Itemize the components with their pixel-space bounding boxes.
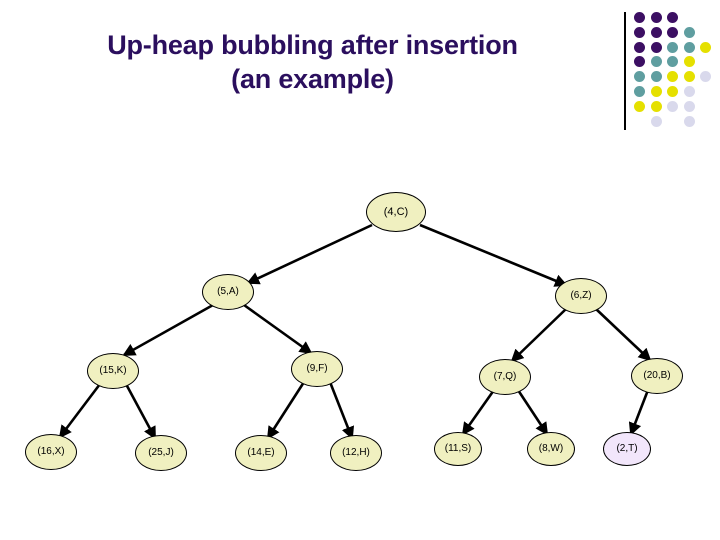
tree-node-n25J[interactable]: (25,J) [135,435,187,471]
decoration-dot [650,26,662,38]
tree-node-label: (8,W) [538,443,564,454]
tree-edge [628,389,650,436]
tree-node-n15K[interactable]: (15,K) [87,353,139,389]
tree-node-n16X[interactable]: (16,X) [25,434,77,470]
decoration-dot [683,41,695,53]
tree-node-label: (4,C) [383,206,409,218]
title-line-2: (an example) [231,64,394,94]
tree-node-label: (14,E) [247,447,275,458]
decoration-dot [700,71,711,83]
tree-node-label: (11,S) [444,443,472,454]
tree-edge [122,303,214,357]
tree-node-label: (15,K) [99,365,127,376]
tree-node-label: (6,Z) [570,290,592,301]
tree-node-label: (16,X) [37,446,65,457]
decoration-dot [667,86,678,97]
decoration-dot [634,12,645,23]
tree-node-n5A[interactable]: (5,A) [202,274,254,310]
decoration-dot [650,56,662,68]
tree-node-n2T[interactable]: (2,T) [603,432,651,466]
tree-node-n11S[interactable]: (11,S) [434,432,482,466]
decoration-dot [667,56,678,68]
tree-node-n8W[interactable]: (8,W) [527,432,575,466]
title-line-1: Up-heap bubbling after insertion [107,30,518,60]
decoration-dot [634,26,645,38]
tree-node-label: (2,T) [616,443,638,454]
tree-edge [124,383,157,440]
decoration-dot [634,100,645,112]
tree-node-n14E[interactable]: (14,E) [235,435,287,471]
tree-edge [266,381,306,440]
decoration-dot [634,56,645,68]
decoration-dot [650,86,662,97]
tree-edge [595,308,652,362]
tree-edge [58,383,102,439]
tree-node-n12H[interactable]: (12,H) [330,435,382,471]
tree-node-n7Q[interactable]: (7,Q) [479,359,531,395]
tree-node-label: (7,Q) [493,371,517,382]
tree-node-root[interactable]: (4,C) [366,192,426,232]
decoration-dot [683,26,695,38]
decoration-dot [667,41,678,53]
decoration-dot [667,26,678,38]
decoration-dot [634,86,645,97]
tree-edge [516,389,549,436]
decoration-dot [683,56,695,68]
decoration-dot [683,115,695,127]
tree-edge [510,308,567,363]
tree-edge [461,389,496,436]
decoration-dot [683,86,695,97]
decoration-dot [683,100,695,112]
decoration-dot [650,115,662,127]
tree-node-n6Z[interactable]: (6,Z) [555,278,607,314]
decoration-dot [650,12,662,23]
page-title: Up-heap bubbling after insertion (an exa… [40,28,585,96]
vertical-divider-line [624,12,626,130]
tree-node-label: (12,H) [342,447,370,458]
tree-node-n9F[interactable]: (9,F) [291,351,343,387]
tree-edge [419,223,568,287]
tree-edge [328,381,355,440]
tree-edge [246,223,373,285]
tree-node-n20B[interactable]: (20,B) [631,358,683,394]
decoration-dot [700,41,711,53]
decoration-dot [667,71,678,83]
tree-node-label: (5,A) [217,286,239,297]
decoration-dot [650,41,662,53]
decoration-dot [667,12,678,23]
decoration-dot [634,71,645,83]
decoration-dot [634,41,645,53]
dot-grid-decoration [624,6,714,130]
decoration-dot [683,71,695,83]
tree-node-label: (9,F) [306,363,328,374]
tree-node-label: (25,J) [148,447,174,458]
decoration-dot [650,71,662,83]
tree-node-label: (20,B) [643,370,671,381]
tree-edge [243,303,313,355]
decoration-dot [667,100,678,112]
decoration-dot [650,100,662,112]
